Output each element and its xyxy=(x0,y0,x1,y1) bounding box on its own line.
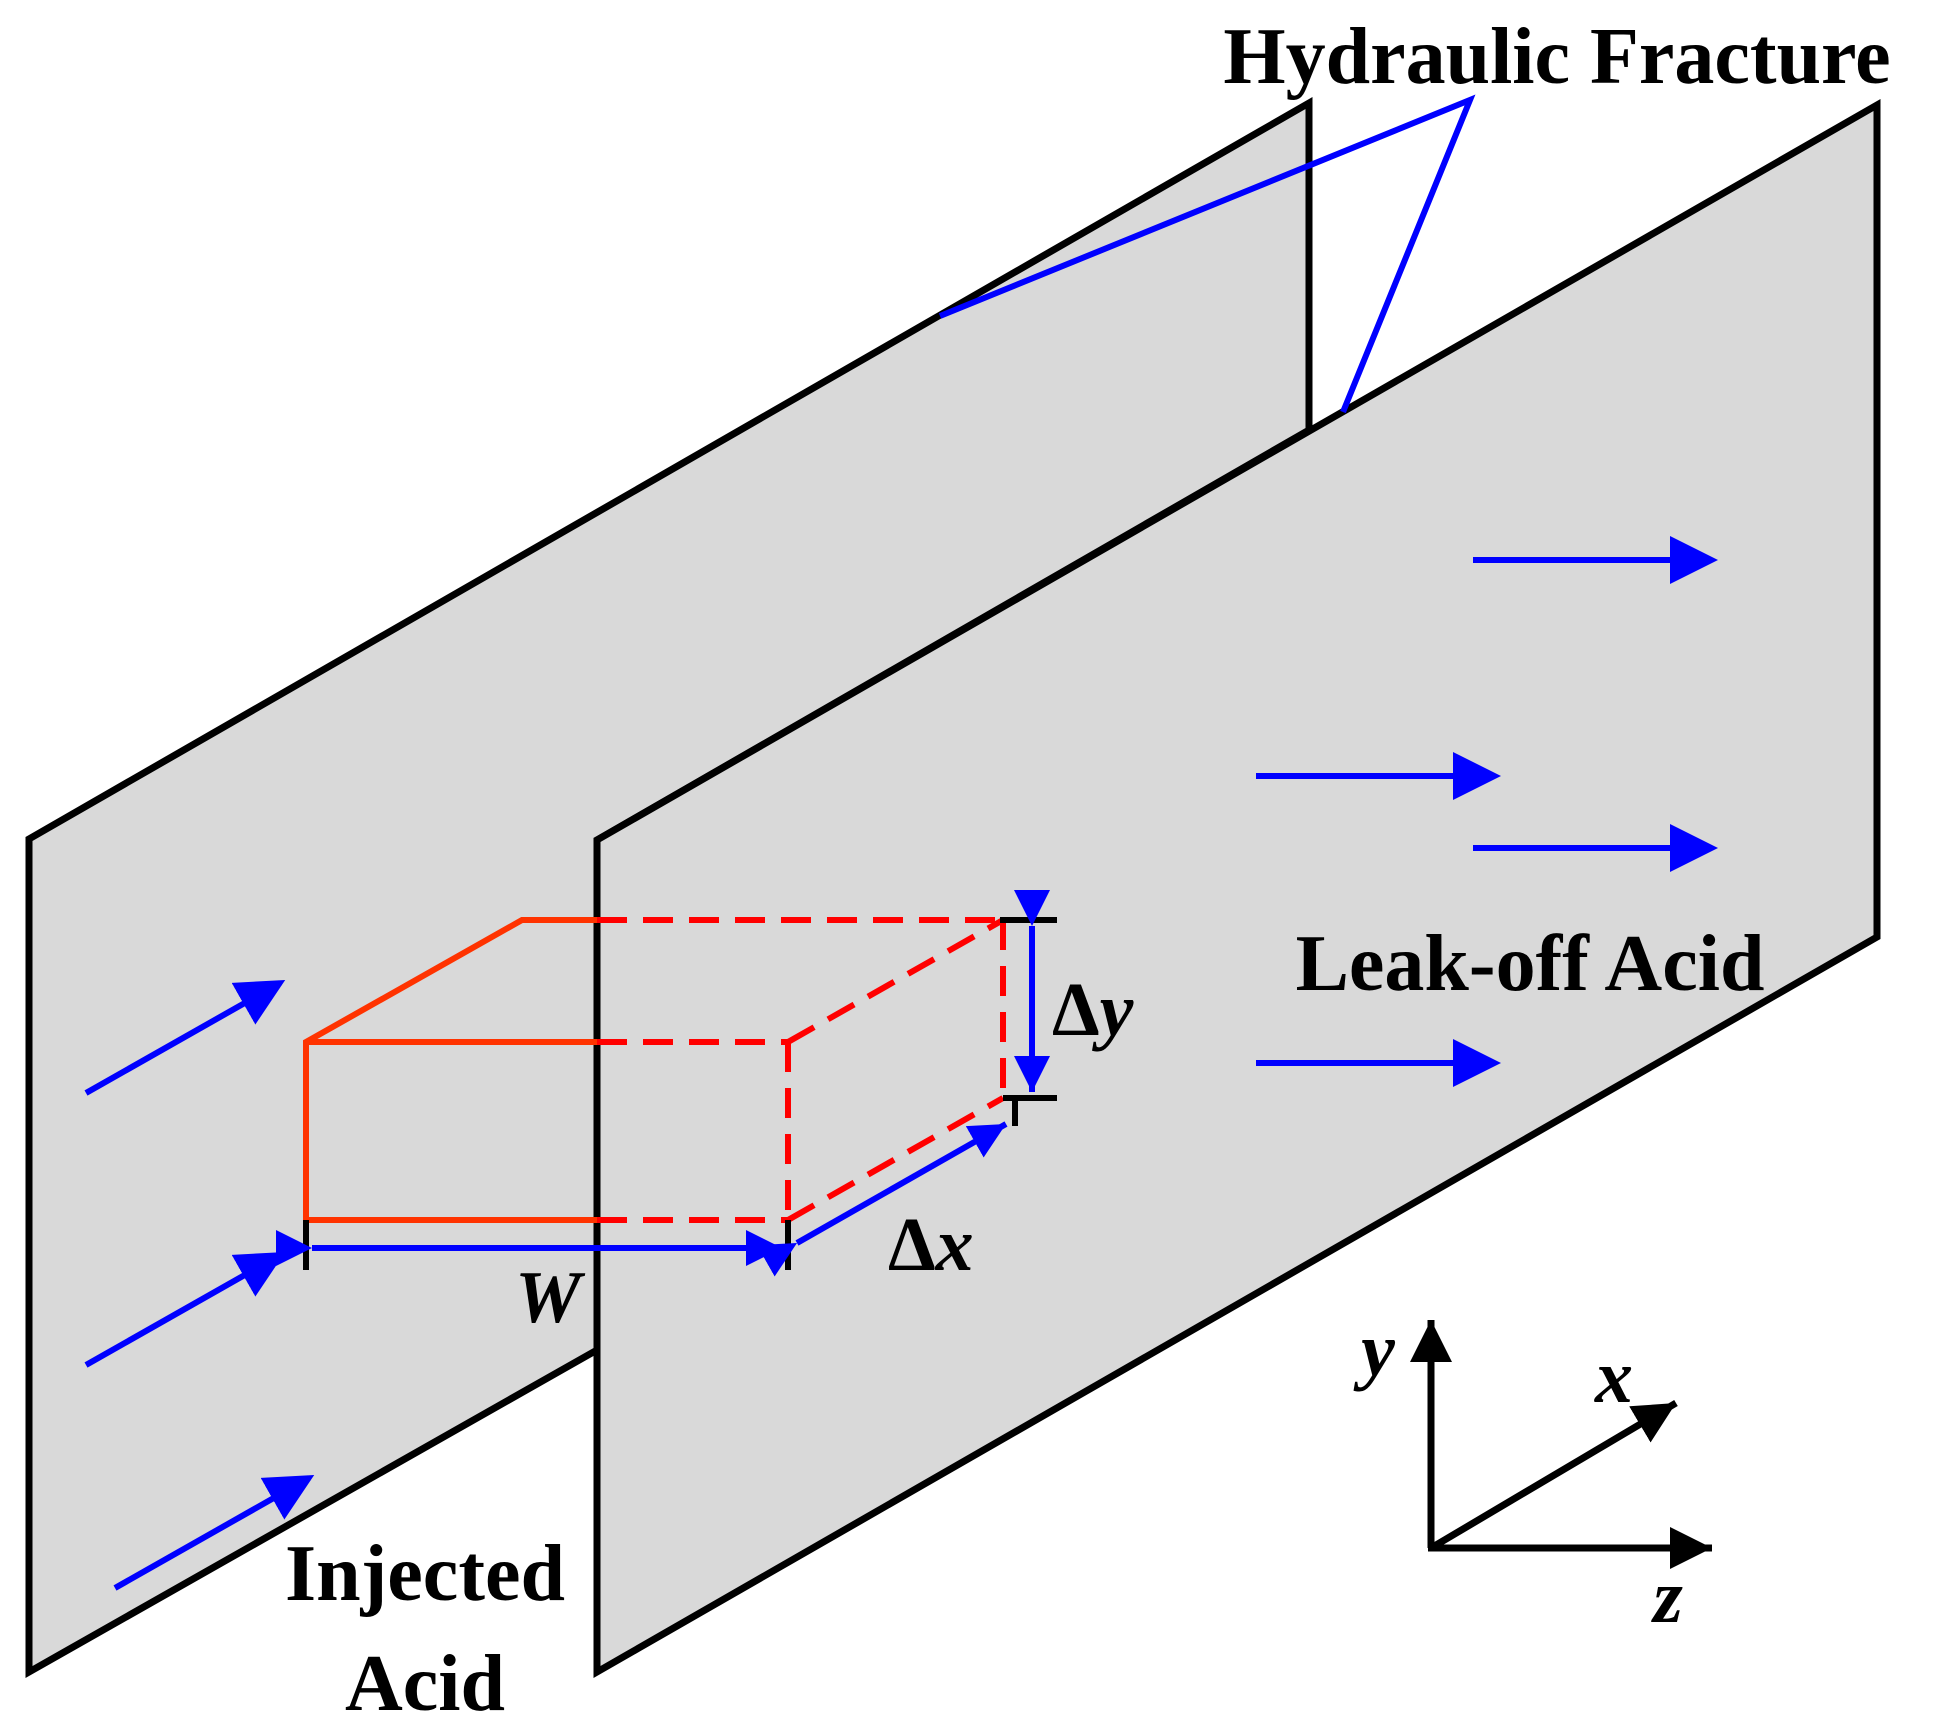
element-solid-edges xyxy=(303,917,597,1220)
axis-x-arrow xyxy=(1429,1399,1678,1552)
w-label: W xyxy=(515,1257,586,1339)
axis-z-label: z xyxy=(1650,1555,1683,1639)
coordinate-axes: y x z xyxy=(1353,1308,1712,1639)
hydraulic-fracture-label: Hydraulic Fracture xyxy=(1223,13,1890,101)
element-dashed-edge xyxy=(786,917,1005,1045)
front-fracture-face xyxy=(593,98,1881,1679)
axis-y-label: y xyxy=(1353,1308,1395,1392)
hydraulic-fracture-leader xyxy=(938,94,1476,414)
dx-dimension-arrow xyxy=(756,1121,1008,1277)
leak-off-acid-label: Leak-off Acid xyxy=(1296,920,1765,1008)
injected-acid-arrow xyxy=(84,1252,286,1368)
injected-acid-arrow xyxy=(84,980,286,1096)
axis-x-label: x xyxy=(1594,1335,1633,1419)
dy-label: Δy xyxy=(1052,968,1134,1052)
dx-label: Δx xyxy=(888,1203,974,1287)
injected-acid-label-line1: Injected xyxy=(285,1530,565,1618)
element-dashed-edge xyxy=(786,1095,1005,1223)
injected-acid-arrow xyxy=(113,1475,315,1591)
injected-acid-label-line2: Acid xyxy=(345,1640,505,1726)
